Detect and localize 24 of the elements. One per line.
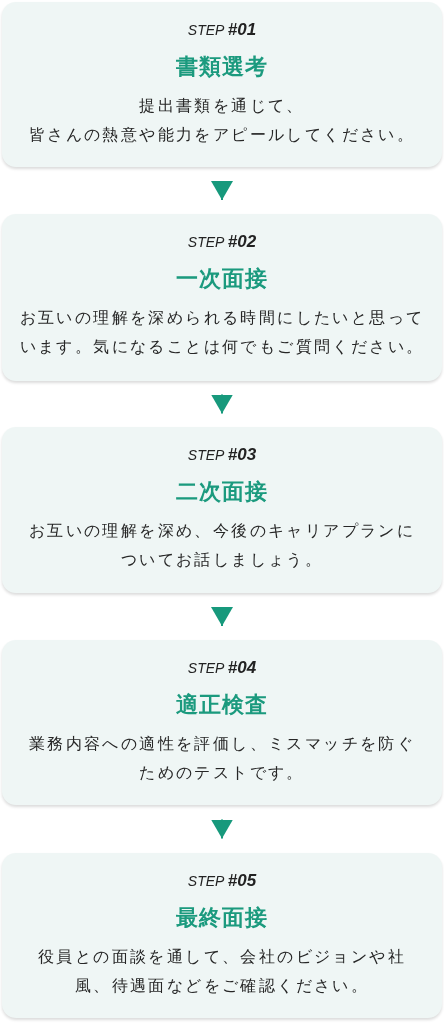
step-heading: 適正検査 xyxy=(176,691,268,719)
step-heading: 二次面接 xyxy=(176,478,268,506)
arrow xyxy=(211,818,233,840)
step-label: STEP #04 xyxy=(187,657,257,679)
arrow xyxy=(211,606,233,627)
step-heading: 最終面接 xyxy=(176,904,268,932)
description-text: お互いの理解を深め、今後のキャリアプランについてお話しましょう。 xyxy=(28,520,416,571)
description-text: お互いの理解を深められる時間にしたいと思っています。気になることは何でもご質問ください。 xyxy=(19,307,425,358)
arrow xyxy=(211,393,233,415)
description-text: 役員との面談を通して、会社のビジョンや社風、待遇面などをご確認ください。 xyxy=(38,946,406,997)
step-label: STEP #02 xyxy=(187,231,257,253)
step-card xyxy=(2,2,442,167)
step-heading: 一次面接 xyxy=(176,265,268,293)
description-text: 業務内容への適性を評価し、ミスマッチを防ぐためのテストです。 xyxy=(28,733,416,784)
step-card xyxy=(2,214,442,381)
step-label: STEP #01 xyxy=(187,19,257,41)
step-card xyxy=(2,640,442,805)
step-label: STEP #03 xyxy=(187,444,257,466)
step-label: STEP #05 xyxy=(187,870,257,892)
arrow xyxy=(211,180,233,201)
description-text: 提出書類を通じて、皆さんの熱意や能力をアピールしてください。 xyxy=(28,95,416,146)
step-card xyxy=(2,427,442,593)
step-heading: 書類選考 xyxy=(176,53,268,81)
step-card xyxy=(2,853,442,1018)
